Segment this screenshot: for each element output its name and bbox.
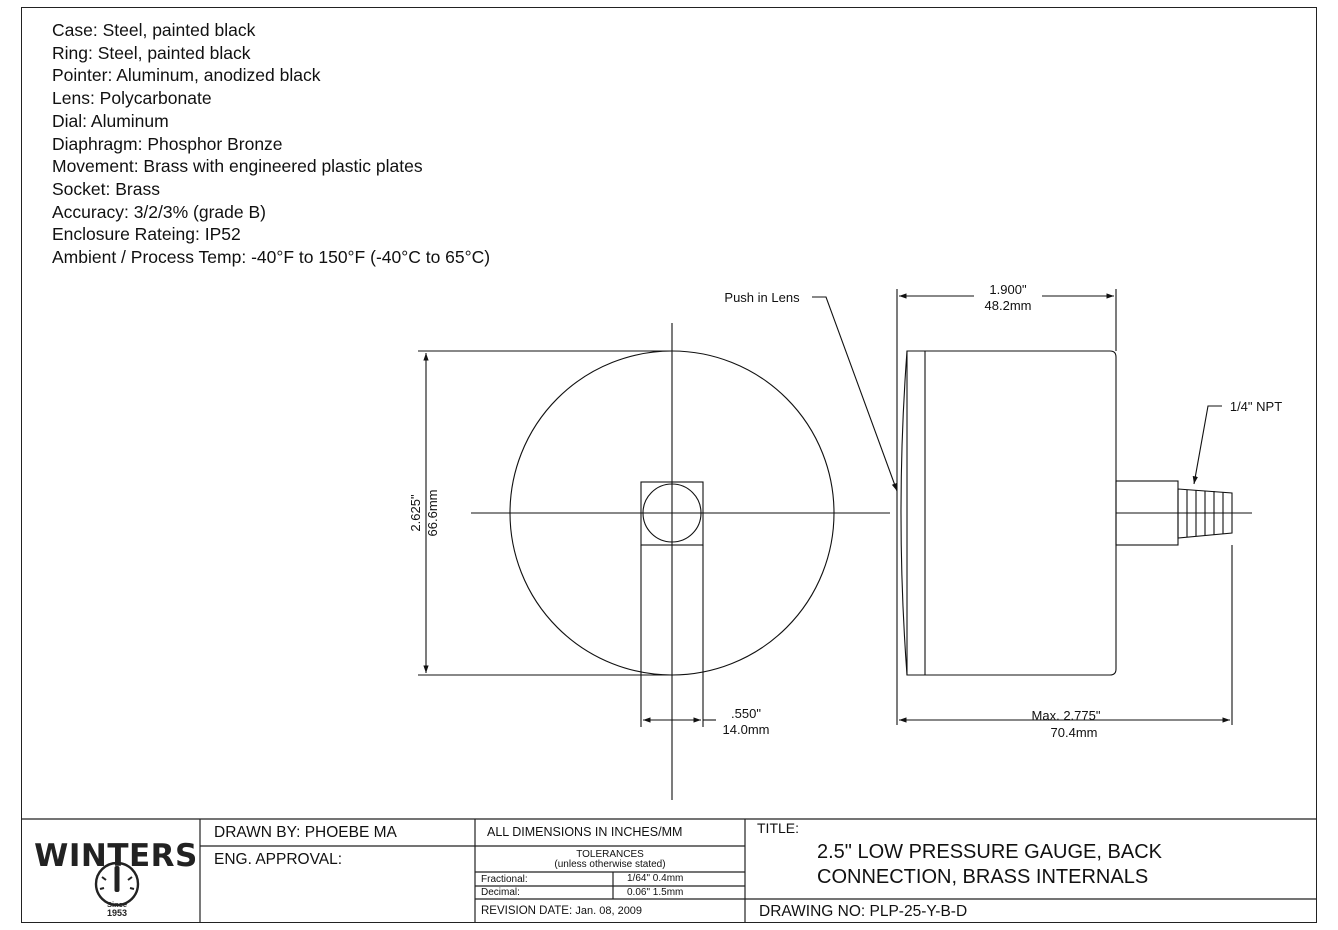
all-dimensions-note: ALL DIMENSIONS IN INCHES/MM xyxy=(487,825,683,839)
revision-label: REVISION DATE: xyxy=(481,905,573,917)
spec-enclosure: Enclosure Rateing: IP52 xyxy=(52,224,241,245)
material-specifications: Case: Steel, painted black Ring: Steel, … xyxy=(52,19,490,269)
npt-leader xyxy=(1192,405,1222,485)
lens-leader xyxy=(812,296,898,492)
revision-date: REVISION DATE: Jan. 08, 2009 xyxy=(481,905,642,917)
spec-temperature: Ambient / Process Temp: -40°F to 150°F (… xyxy=(52,247,491,268)
front-view xyxy=(418,323,890,800)
fractional-label: Fractional: xyxy=(481,874,528,885)
case-body xyxy=(906,350,1117,676)
spec-case: Case: Steel, painted black xyxy=(52,20,256,40)
spec-socket: Socket: Brass xyxy=(52,178,160,199)
stem-width-inches-label: .550" xyxy=(731,706,761,721)
case-depth-mm-label: 48.2mm xyxy=(985,298,1032,313)
logo-gauge-icon xyxy=(94,861,140,907)
title-label: TITLE: xyxy=(757,820,800,836)
revision-value: Jan. 08, 2009 xyxy=(575,905,643,917)
spec-accuracy: Accuracy: 3/2/3% (grade B) xyxy=(52,201,266,222)
eng-approval: ENG. APPROVAL: xyxy=(214,851,343,868)
stem-circle xyxy=(642,483,702,543)
side-dimension-text: 1.900" 48.2mm Max. 2.775" 70.4mm Push in… xyxy=(724,282,1282,740)
spec-dial: Dial: Aluminum xyxy=(52,110,169,131)
tolerances-note: (unless otherwise stated) xyxy=(554,859,666,870)
spec-lens: Lens: Polycarbonate xyxy=(52,88,212,109)
lens-profile xyxy=(900,350,908,676)
spec-ring: Ring: Steel, painted black xyxy=(52,42,251,63)
drawn-by: DRAWN BY: PHOEBE MA xyxy=(214,824,397,841)
decimal-label: Decimal: xyxy=(481,887,520,898)
drawing-title-line-1: 2.5" LOW PRESSURE GAUGE, BACK xyxy=(817,841,1162,863)
spec-diaphragm: Diaphragm: Phosphor Bronze xyxy=(52,133,283,154)
overall-length-inches-label: Max. 2.775" xyxy=(1032,708,1101,723)
fractional-value: 1/64" 0.4mm xyxy=(627,873,684,884)
npt-callout: 1/4" NPT xyxy=(1230,399,1282,414)
winters-logo: WINTERS Since 1953 xyxy=(34,838,197,918)
push-in-lens-callout: Push in Lens xyxy=(724,290,800,305)
front-dimension-text: 2.625" 66.6mm .550" 14.0mm xyxy=(408,490,769,737)
drawing-number: DRAWING NO: PLP-25-Y-B-D xyxy=(759,903,968,920)
spec-pointer: Pointer: Aluminum, anodized black xyxy=(52,65,321,86)
diameter-inches-label: 2.625" xyxy=(408,494,423,532)
tolerances-heading: TOLERANCES xyxy=(576,849,644,860)
side-view xyxy=(812,289,1252,725)
overall-length-mm-label: 70.4mm xyxy=(1051,725,1098,740)
logo-year: 1953 xyxy=(107,908,127,918)
decimal-value: 0.06" 1.5mm xyxy=(627,887,684,898)
drawing-title-line-2: CONNECTION, BRASS INTERNALS xyxy=(817,866,1149,888)
spec-movement: Movement: Brass with engineered plastic … xyxy=(52,156,423,177)
logo-since: Since xyxy=(107,900,127,909)
diameter-mm-label: 66.6mm xyxy=(425,490,440,537)
title-block-grid xyxy=(21,818,1317,923)
stem-square xyxy=(640,481,704,546)
drawing-frame xyxy=(21,7,1317,923)
case-depth-inches-label: 1.900" xyxy=(989,282,1027,297)
stem-width-mm-label: 14.0mm xyxy=(723,722,770,737)
